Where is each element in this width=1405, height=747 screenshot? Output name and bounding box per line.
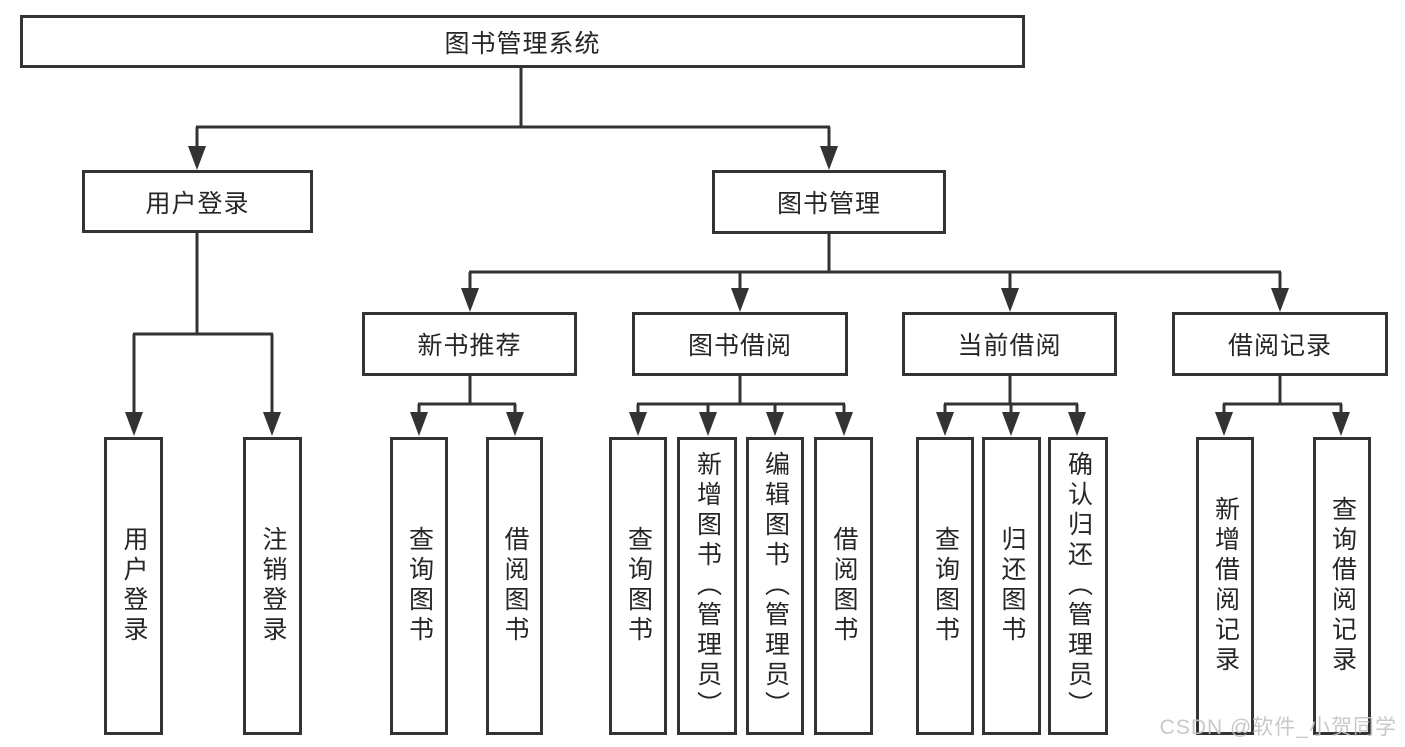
node-borrow-records-label: 借阅记录: [1227, 332, 1332, 360]
leaf-confirm-return-admin-label: 确认归还（管理员）: [1064, 451, 1093, 721]
leaf-add-books-admin-label: 新增图书（管理员）: [693, 451, 722, 721]
node-root: 图书管理系统: [20, 15, 1025, 68]
leaf-borrow-query-books-label: 查询图书: [624, 526, 653, 646]
node-user-login-label: 用户登录: [145, 189, 250, 218]
node-root-label: 图书管理系统: [444, 29, 601, 58]
node-book-mgmt: 图书管理: [712, 170, 946, 234]
connector-new-book-rec-children: [410, 376, 524, 436]
leaf-confirm-return-admin: 确认归还（管理员）: [1048, 437, 1108, 735]
watermark-text: CSDN @软件_小贺同学: [1159, 716, 1397, 739]
leaf-query-borrow-record-label: 查询借阅记录: [1328, 496, 1357, 676]
leaf-borrow-books: 借阅图书: [814, 437, 873, 735]
connector-root-to-level2: [188, 68, 838, 170]
node-book-borrow-label: 图书借阅: [687, 332, 792, 360]
leaf-current-query-books-label: 查询图书: [931, 526, 960, 646]
leaf-user-login-label: 用户登录: [120, 526, 148, 646]
leaf-rec-query-books: 查询图书: [390, 437, 448, 735]
leaf-return-books-label: 归还图书: [998, 526, 1026, 646]
node-book-mgmt-label: 图书管理: [776, 190, 881, 218]
leaf-add-borrow-record: 新增借阅记录: [1196, 437, 1254, 735]
leaf-borrow-query-books: 查询图书: [609, 437, 667, 735]
connector-user-login-children: [125, 233, 281, 436]
leaf-edit-books-admin-label: 编辑图书（管理员）: [761, 451, 790, 721]
leaf-edit-books-admin: 编辑图书（管理员）: [746, 437, 804, 735]
leaf-return-books: 归还图书: [982, 437, 1041, 735]
node-borrow-records: 借阅记录: [1172, 312, 1388, 376]
leaf-logout-label: 注销登录: [259, 526, 287, 646]
leaf-add-books-admin: 新增图书（管理员）: [677, 437, 737, 735]
node-book-borrow: 图书借阅: [632, 312, 848, 376]
leaf-add-borrow-record-label: 新增借阅记录: [1211, 496, 1240, 676]
node-user-login: 用户登录: [82, 170, 313, 233]
connector-book-mgmt-to-level3: [461, 234, 1289, 312]
node-new-book-rec-label: 新书推荐: [417, 332, 522, 360]
leaf-user-login: 用户登录: [104, 437, 163, 735]
connector-book-borrow-children: [629, 376, 853, 436]
node-current-borrow-label: 当前借阅: [957, 332, 1062, 360]
connector-current-borrow-children: [936, 376, 1086, 436]
leaf-query-borrow-record: 查询借阅记录: [1313, 437, 1371, 735]
leaf-borrow-books-label: 借阅图书: [830, 526, 858, 646]
leaf-rec-borrow-books-label: 借阅图书: [501, 526, 529, 646]
leaf-rec-query-books-label: 查询图书: [405, 526, 434, 646]
leaf-current-query-books: 查询图书: [916, 437, 974, 735]
leaf-logout: 注销登录: [243, 437, 302, 735]
leaf-rec-borrow-books: 借阅图书: [486, 437, 543, 735]
node-new-book-rec: 新书推荐: [362, 312, 577, 376]
node-current-borrow: 当前借阅: [902, 312, 1117, 376]
connector-borrow-records-children: [1215, 376, 1350, 436]
